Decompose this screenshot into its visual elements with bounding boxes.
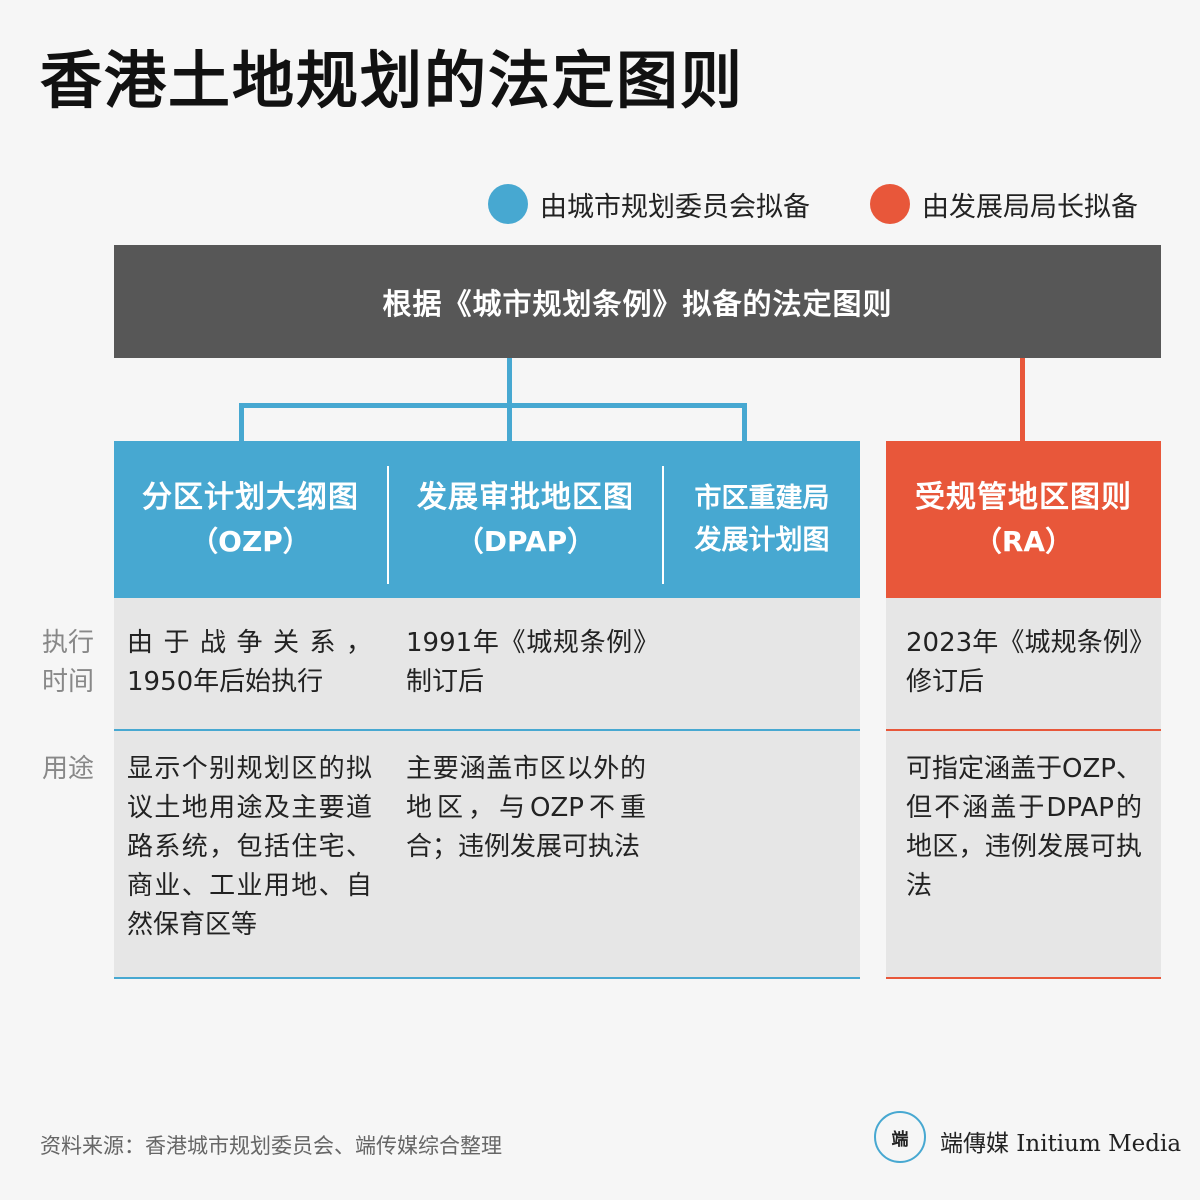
dpap-purpose: 主要涵盖市区以外的地区，与OZP不重合；违例发展可执法 xyxy=(406,754,646,862)
column-divider xyxy=(662,466,664,584)
ura-title-line1: 市区重建局 xyxy=(694,482,830,514)
row-label-purpose: 用途 xyxy=(42,754,95,784)
connector-blue-ura xyxy=(742,403,747,441)
row-label-timing-line2: 时间 xyxy=(42,667,95,697)
connector-blue-ozp xyxy=(239,403,244,441)
ra-purpose: 可指定涵盖于OZP、但不涵盖于DPAP的地区，违例发展可执法 xyxy=(906,754,1142,901)
logo-mark: 端 xyxy=(891,1129,909,1150)
ozp-header: 分区计划大纲图 （OZP） xyxy=(114,441,387,598)
ra-abbr: （RA） xyxy=(973,524,1074,558)
initium-logo-icon: 端 xyxy=(874,1111,926,1163)
header-bar: 根据《城市规划条例》拟备的法定图则 xyxy=(114,245,1161,358)
bottom-border-blue xyxy=(114,977,860,979)
row-label-timing: 执行 时间 xyxy=(42,624,94,702)
tpb-body-panel xyxy=(114,598,860,979)
ra-body-panel xyxy=(886,598,1161,979)
ura-header: 市区重建局 发展计划图 xyxy=(664,441,860,598)
dpap-abbr: （DPAP） xyxy=(455,524,596,558)
legend-tpb: 由城市规划委员会拟备 xyxy=(488,184,810,224)
bottom-border-red xyxy=(886,977,1161,979)
connector-blue-horizontal xyxy=(239,403,747,408)
connector-red xyxy=(1020,358,1025,441)
red-dot-icon xyxy=(870,184,910,224)
legend-sdev-label: 由发展局局长拟备 xyxy=(922,191,1138,223)
logo-text: 端傳媒 Initium Media xyxy=(940,1131,1182,1157)
ura-title-line2: 发展计划图 xyxy=(694,524,830,556)
row-label-timing-line1: 执行 xyxy=(42,628,95,658)
source-note: 资料来源：香港城市规划委员会、端传媒综合整理 xyxy=(40,1134,502,1158)
legend-sdev: 由发展局局长拟备 xyxy=(870,184,1138,224)
connector-blue-stem xyxy=(507,358,512,405)
connector-blue-dpap xyxy=(507,403,512,441)
ozp-abbr: （OZP） xyxy=(190,524,311,558)
row-separator-blue xyxy=(114,729,860,731)
dpap-timing: 1991年《城规条例》制订后 xyxy=(406,628,646,697)
dpap-title: 发展审批地区图 xyxy=(417,479,634,515)
row-separator-red xyxy=(886,729,1161,731)
ra-title: 受规管地区图则 xyxy=(915,479,1132,515)
ra-timing: 2023年《城规条例》修订后 xyxy=(906,628,1142,697)
legend-tpb-label: 由城市规划委员会拟备 xyxy=(540,191,810,223)
blue-dot-icon xyxy=(488,184,528,224)
ozp-timing: 由于战争关系，1950年后始执行 xyxy=(127,628,372,697)
ozp-title: 分区计划大纲图 xyxy=(142,479,359,515)
column-divider xyxy=(387,466,389,584)
tpb-header-block xyxy=(114,441,860,598)
ra-header: 受规管地区图则 （RA） xyxy=(886,441,1161,598)
dpap-header: 发展审批地区图 （DPAP） xyxy=(389,441,662,598)
page-title: 香港土地规划的法定图则 xyxy=(40,44,745,117)
ozp-purpose: 显示个别规划区的拟议土地用途及主要道路系统，包括住宅、商业、工业用地、自然保育区… xyxy=(127,754,372,940)
